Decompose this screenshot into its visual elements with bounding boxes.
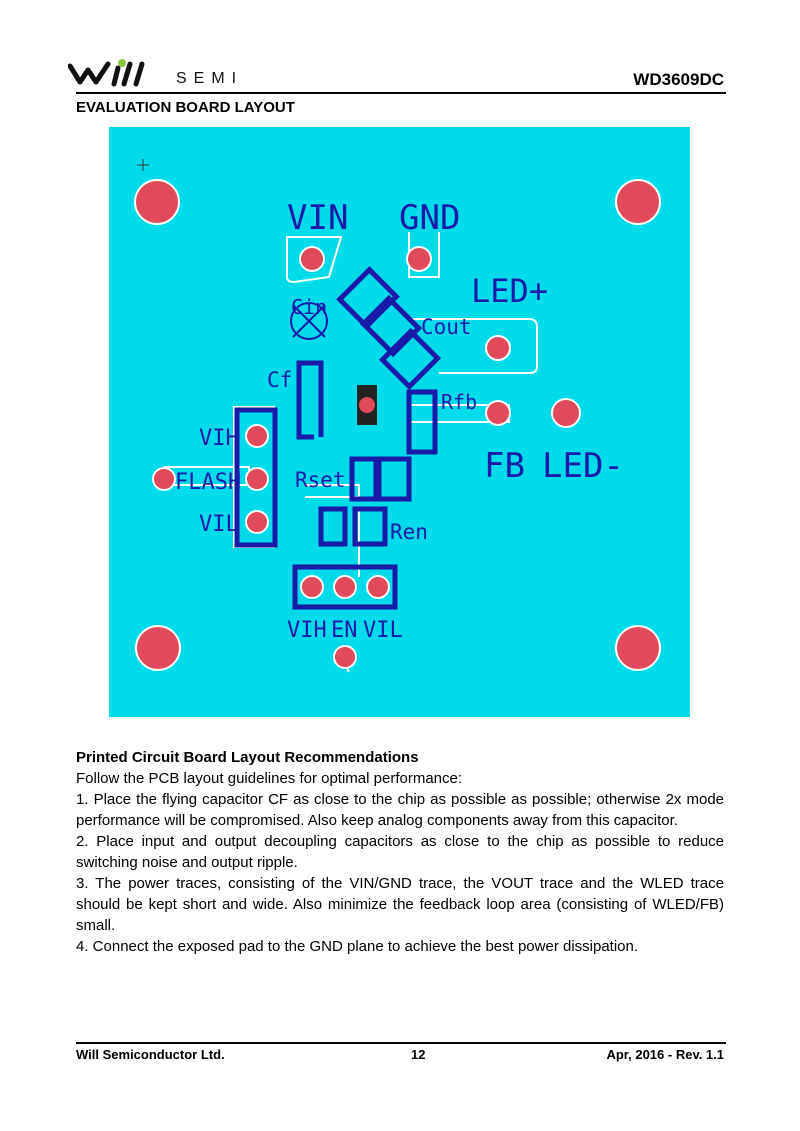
- logo-text: SEMI: [176, 70, 243, 87]
- label-led-minus: LED-: [542, 446, 624, 486]
- page-number: 12: [411, 1047, 426, 1062]
- cin-symbol: [290, 302, 328, 340]
- label-rset: Rset: [295, 468, 346, 492]
- footer-date-revision: Apr, 2016 - Rev. 1.1: [606, 1047, 724, 1062]
- silkscreen-outlines: [234, 266, 442, 610]
- recommendation-item: 2. Place input and output decoupling cap…: [76, 833, 724, 871]
- label-bottom-vih: VIH: [287, 618, 327, 643]
- section-title: EVALUATION BOARD LAYOUT: [76, 99, 295, 116]
- exposed-pad: [359, 397, 375, 413]
- recommendation-item: 3. The power traces, consisting of the V…: [76, 875, 724, 934]
- recommendations-intro: Follow the PCB layout guidelines for opt…: [76, 770, 463, 787]
- label-cin: Cin: [291, 295, 327, 319]
- label-flash: FLASH: [175, 470, 241, 495]
- label-ren: Ren: [390, 520, 428, 544]
- label-vin: VIN: [287, 198, 348, 238]
- recommendations-title: Printed Circuit Board Layout Recommendat…: [76, 749, 419, 766]
- label-cf: Cf: [267, 368, 292, 392]
- label-bottom-en: EN: [331, 618, 358, 643]
- footer-divider: [76, 1042, 726, 1044]
- layout-recommendations: Printed Circuit Board Layout Recommendat…: [76, 747, 724, 957]
- label-cout: Cout: [421, 315, 472, 339]
- label-led-plus: LED+: [471, 272, 548, 310]
- header-divider: [76, 92, 726, 94]
- fiducial-crosshair: [137, 159, 149, 171]
- mounting-hole: [615, 179, 661, 225]
- footer-company: Will Semiconductor Ltd.: [76, 1047, 225, 1062]
- label-gnd: GND: [399, 198, 460, 238]
- evaluation-board-layout-image: VIN GND LED+ Cin Cout Cf Rfb FB LED- VIH…: [109, 127, 690, 717]
- pads: [152, 246, 581, 669]
- company-logo: SEMI: [67, 58, 268, 90]
- label-vih: VIH: [199, 426, 239, 451]
- label-bottom-vil: VIL: [363, 618, 403, 643]
- recommendation-item: 1. Place the flying capacitor CF as clos…: [76, 791, 724, 829]
- mounting-holes: [134, 179, 661, 671]
- mounting-hole: [134, 179, 180, 225]
- mounting-hole: [135, 625, 181, 671]
- recommendation-item: 4. Connect the exposed pad to the GND pl…: [76, 938, 639, 955]
- part-number: WD3609DC: [633, 70, 724, 89]
- board-background: [109, 127, 690, 717]
- label-rfb: Rfb: [441, 390, 477, 414]
- mounting-hole: [615, 625, 661, 671]
- label-fb: FB: [484, 446, 525, 486]
- label-vil: VIL: [199, 512, 239, 537]
